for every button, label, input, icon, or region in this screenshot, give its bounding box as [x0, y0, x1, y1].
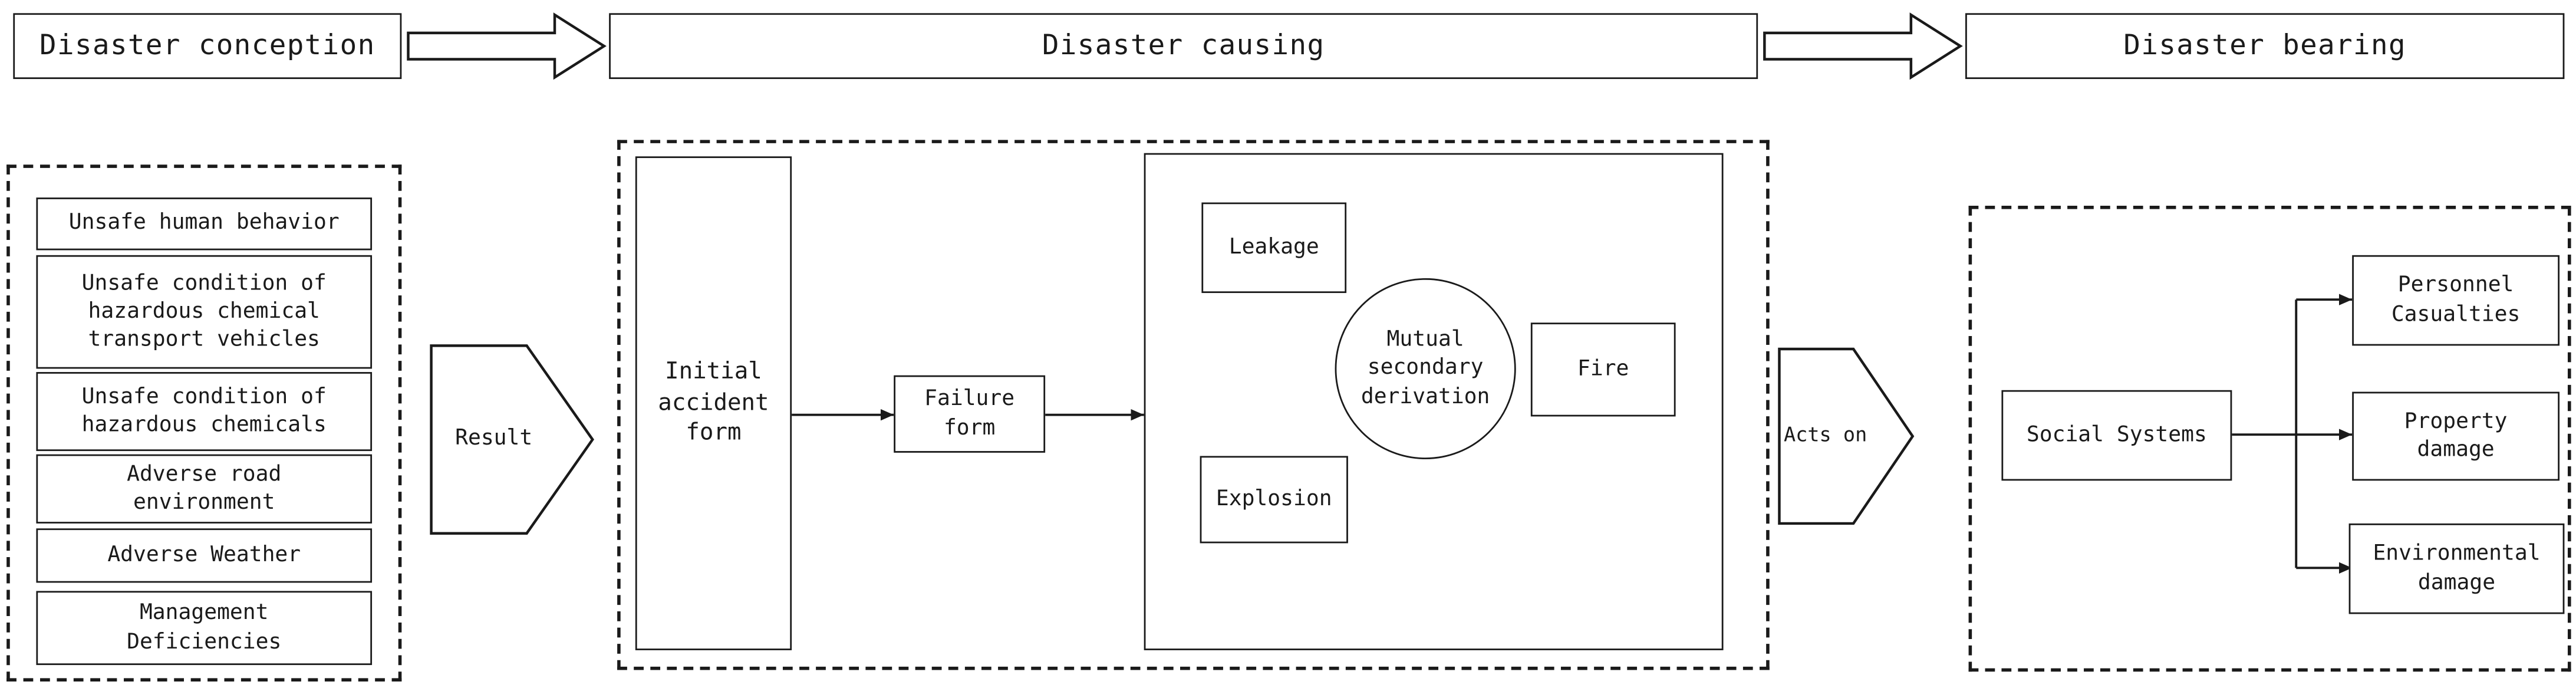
- mutual-secondary-derivation-circle: Mutual secondary derivation: [1335, 278, 1516, 460]
- leakage-box: Leakage: [1201, 202, 1347, 294]
- acts-on-arrow-label: Acts on: [1771, 392, 1880, 481]
- explosion-box: Explosion: [1200, 456, 1348, 544]
- stage-header-label: Disaster bearing: [2123, 29, 2406, 63]
- cause-box-management-deficiencies: Management Deficiencies: [36, 591, 373, 666]
- social-systems-box: Social Systems: [2001, 390, 2232, 481]
- result-arrow-label: Result: [424, 395, 563, 484]
- stage-header-disaster-causing: Disaster causing: [609, 13, 1758, 80]
- cause-label: Unsafe condition of hazardous chemical t…: [81, 271, 327, 353]
- leakage-label: Leakage: [1228, 235, 1319, 260]
- environmental-damage-box: Environmental damage: [2348, 523, 2565, 614]
- bearing-group-box: [1968, 206, 2571, 672]
- personnel-casualties-box: Personnel Casualties: [2352, 255, 2560, 346]
- causing-group-box: [617, 140, 1770, 670]
- derivation-group-box: [1144, 153, 1724, 650]
- acts-on-arrow-shape: [1778, 347, 1915, 525]
- failure-form-label: Failure form: [924, 387, 1015, 440]
- fire-label: Fire: [1577, 357, 1629, 382]
- impact-label: Environmental damage: [2373, 542, 2541, 595]
- stage-flow-arrow-1: [407, 12, 607, 80]
- cause-label: Adverse Weather: [107, 543, 301, 568]
- result-label: Result: [455, 425, 533, 450]
- connector-lines: [792, 294, 2353, 574]
- cause-box-unsafe-human-behavior: Unsafe human behavior: [36, 197, 373, 251]
- cause-box-unsafe-chemicals: Unsafe condition of hazardous chemicals: [36, 372, 373, 452]
- fire-box: Fire: [1530, 322, 1676, 417]
- stage-header-disaster-conception: Disaster conception: [13, 13, 402, 80]
- cause-label: Unsafe human behavior: [68, 211, 340, 236]
- stage-header-label: Disaster causing: [1042, 29, 1325, 63]
- result-arrow-shape: [430, 344, 594, 535]
- impact-label: Personnel Casualties: [2391, 274, 2521, 327]
- acts-on-label: Acts on: [1784, 423, 1867, 447]
- social-systems-label: Social Systems: [2026, 423, 2207, 448]
- property-damage-box: Property damage: [2352, 391, 2560, 481]
- cause-box-adverse-weather: Adverse Weather: [36, 528, 373, 583]
- mutual-secondary-derivation-label: Mutual secondary derivation: [1361, 328, 1490, 410]
- failure-form-box: Failure form: [894, 375, 1046, 453]
- stage-header-label: Disaster conception: [39, 29, 375, 63]
- cause-label: Adverse road environment: [127, 462, 282, 515]
- cause-box-adverse-road: Adverse road environment: [36, 454, 373, 524]
- stage-flow-arrow-2: [1763, 12, 1963, 80]
- cause-box-unsafe-transport-vehicles: Unsafe condition of hazardous chemical t…: [36, 255, 373, 369]
- initial-accident-form-label: Initial accident form: [658, 359, 769, 447]
- cause-label: Management Deficiencies: [127, 601, 282, 654]
- stage-header-disaster-bearing: Disaster bearing: [1965, 13, 2565, 80]
- conception-group-box: [6, 164, 402, 682]
- cause-label: Unsafe condition of hazardous chemicals: [81, 384, 327, 438]
- explosion-label: Explosion: [1215, 487, 1332, 512]
- initial-accident-form-box: Initial accident form: [635, 156, 792, 650]
- impact-label: Property damage: [2404, 409, 2508, 463]
